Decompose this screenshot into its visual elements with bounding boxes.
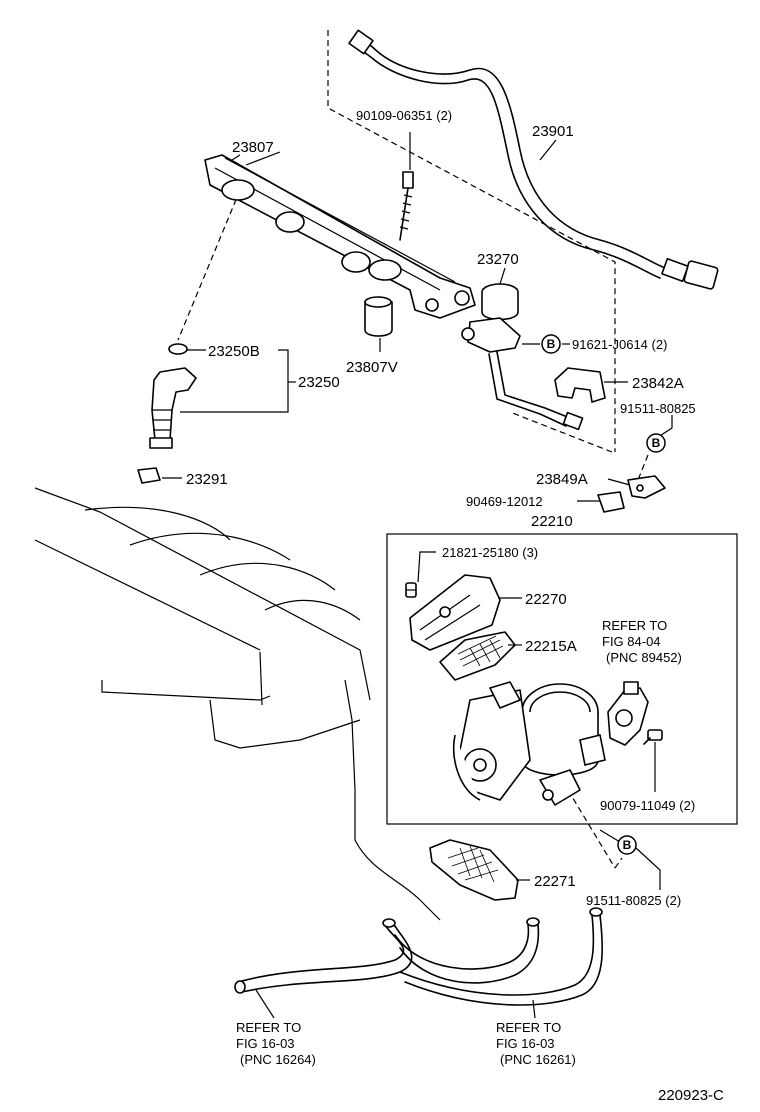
iac-valve-22270 — [409, 574, 501, 651]
throttle-body-22210 — [453, 681, 606, 806]
leader-lines — [162, 139, 673, 1019]
fuel-rail-23807 — [204, 151, 476, 319]
label-22270: 22270 — [525, 591, 567, 608]
label-91621: 91621-J0614 (2) — [572, 337, 667, 352]
badge-b-91621: B — [541, 334, 561, 354]
clip-23842a — [554, 367, 606, 403]
bracket-23849a — [627, 475, 666, 499]
screw-21821 — [405, 582, 417, 598]
label-90109: 90109-06351 (2) — [356, 108, 452, 123]
svg-text:FIG 84-04: FIG 84-04 — [602, 634, 661, 649]
ref-fig-16-03-b: REFER TO FIG 16-03 (PNC 16261) — [496, 1020, 576, 1067]
label-23807: 23807 — [232, 139, 274, 156]
throttle-body-group-frame — [386, 533, 738, 825]
label-91511-lower: 91511-80825 (2) — [586, 893, 681, 908]
pressure-regulator-23270 — [461, 283, 584, 431]
fuel-hose-23901 — [348, 29, 719, 290]
label-23270: 23270 — [477, 251, 519, 268]
ref-fig-16-03-a: REFER TO FIG 16-03 (PNC 16264) — [236, 1020, 316, 1067]
gasket-22271 — [429, 839, 519, 901]
svg-text:REFER TO: REFER TO — [236, 1020, 301, 1035]
bolt-90109 — [399, 132, 414, 241]
svg-text:REFER TO: REFER TO — [496, 1020, 561, 1035]
label-23842a: 23842A — [632, 375, 684, 392]
dashed-group-lines — [177, 30, 649, 869]
label-90079: 90079-11049 (2) — [600, 798, 695, 813]
svg-text:B: B — [547, 337, 556, 351]
label-22215a: 22215A — [525, 638, 577, 655]
clip-90469 — [597, 491, 625, 513]
ref-fig-84-04: REFER TO FIG 84-04 (PNC 89452) — [602, 618, 682, 665]
part-23807v — [364, 296, 393, 337]
label-23291: 23291 — [186, 471, 228, 488]
badge-b-91511-lower: B — [617, 835, 637, 855]
svg-text:FIG 16-03: FIG 16-03 — [496, 1036, 555, 1051]
svg-text:B: B — [623, 838, 632, 852]
label-21821: 21821-25180 (3) — [442, 545, 538, 560]
badge-b-91511-upper: B — [646, 433, 666, 453]
injector-23250 — [149, 343, 197, 449]
label-23807v: 23807V — [346, 359, 398, 376]
label-23250b: 23250B — [208, 343, 260, 360]
throttle-position-sensor — [607, 681, 649, 746]
label-91511-upper: 91511-80825 — [620, 401, 696, 416]
svg-text:(PNC 16264): (PNC 16264) — [240, 1052, 316, 1067]
svg-text:(PNC 16261): (PNC 16261) — [500, 1052, 576, 1067]
svg-text:(PNC 89452): (PNC 89452) — [606, 650, 682, 665]
seal-23291 — [137, 467, 161, 484]
part-labels: 23807 23901 90109-06351 (2) 23270 91621-… — [186, 108, 696, 908]
water-hoses — [234, 907, 604, 1006]
label-23901: 23901 — [532, 123, 574, 140]
svg-text:B: B — [652, 436, 661, 450]
label-23250: 23250 — [298, 374, 340, 391]
svg-text:REFER TO: REFER TO — [602, 618, 667, 633]
screw-90079 — [643, 729, 663, 792]
label-23849a: 23849A — [536, 471, 588, 488]
svg-text:FIG 16-03: FIG 16-03 — [236, 1036, 295, 1051]
label-90469: 90469-12012 — [466, 494, 543, 509]
label-22210: 22210 — [531, 513, 573, 530]
label-22271: 22271 — [534, 873, 576, 890]
engine-outline — [34, 487, 441, 921]
diagram-code: 220923-C — [658, 1087, 724, 1104]
